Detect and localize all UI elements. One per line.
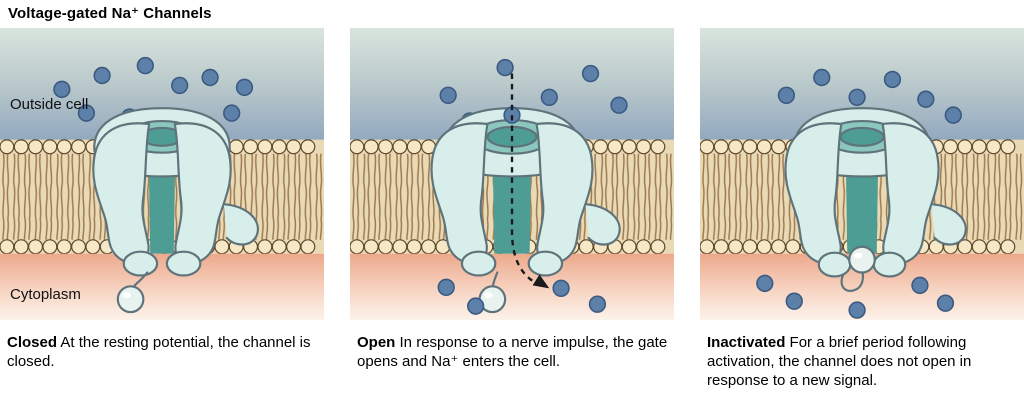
sodium-ions-inside	[437, 278, 607, 315]
closed-channel-diagram	[0, 28, 324, 320]
inactivation-ball	[848, 245, 876, 274]
sodium-ion	[439, 86, 457, 105]
sodium-ion	[883, 70, 902, 89]
sodium-ion	[540, 88, 558, 106]
caption-inactivated: Inactivated For a brief period following…	[707, 333, 1020, 391]
sodium-ion	[848, 88, 866, 106]
sodium-ion	[171, 76, 189, 95]
sodium-ion	[235, 78, 254, 97]
sodium-ions-outside	[777, 68, 962, 124]
sodium-ion	[552, 279, 570, 298]
sodium-ions-inside	[756, 274, 955, 319]
panels-row: Outside cell Cytoplasm Closed At the res…	[0, 28, 1024, 391]
panel-open-art	[350, 28, 674, 320]
sodium-ion	[848, 301, 866, 319]
panel-closed: Outside cell Cytoplasm Closed At the res…	[0, 28, 324, 391]
cytoplasm-region	[0, 253, 324, 320]
channel-protein	[92, 107, 259, 314]
inactivation-ball	[116, 285, 145, 314]
inactivation-chain	[840, 269, 864, 292]
ion-flow-arrow	[510, 73, 550, 289]
sodium-ion	[610, 96, 628, 114]
panel-open: Open In response to a nerve impulse, the…	[350, 28, 674, 391]
caption-open: Open In response to a nerve impulse, the…	[357, 333, 670, 371]
sodium-ion	[77, 104, 96, 122]
sodium-ion	[917, 90, 935, 108]
caption-open-term: Open	[357, 334, 396, 351]
sodium-ion	[777, 86, 796, 105]
sodium-ion	[936, 294, 955, 312]
caption-inactivated-term: Inactivated	[707, 334, 786, 351]
cytoplasm-region	[350, 253, 674, 320]
sodium-ion	[588, 295, 607, 313]
open-channel-diagram	[350, 28, 674, 320]
caption-inactivated-text: For a brief period following activation,…	[707, 334, 972, 390]
sodium-ion	[785, 292, 803, 310]
sodium-ion	[496, 58, 514, 77]
panel-inactivated-art	[700, 28, 1024, 320]
panel-closed-art: Outside cell Cytoplasm	[0, 28, 324, 320]
inactivated-channel-diagram	[700, 28, 1024, 320]
figure-title: Voltage-gated Na⁺ Channels	[8, 5, 212, 22]
caption-closed: Closed At the resting potential, the cha…	[7, 333, 320, 371]
outside-cell-label: Outside cell	[10, 96, 89, 113]
sodium-ion	[813, 68, 831, 87]
sodium-ion	[223, 104, 241, 122]
channel-protein	[784, 107, 967, 292]
sodium-ion	[581, 64, 600, 83]
caption-closed-text: At the resting potential, the channel is…	[7, 334, 311, 371]
sodium-ion	[201, 68, 219, 87]
sodium-ion	[756, 274, 774, 293]
panel-inactivated: Inactivated For a brief period following…	[700, 28, 1024, 391]
sodium-ion	[53, 80, 71, 99]
sodium-ion	[944, 106, 962, 124]
sodium-ion	[437, 278, 455, 297]
sodium-ion	[467, 297, 485, 315]
cytoplasm-label: Cytoplasm	[10, 286, 81, 303]
sodium-ion	[136, 56, 154, 75]
caption-open-text: In response to a nerve impulse, the gate…	[357, 334, 668, 371]
sodium-ion	[911, 276, 929, 295]
sodium-ion	[93, 66, 111, 85]
caption-closed-term: Closed	[7, 334, 58, 351]
